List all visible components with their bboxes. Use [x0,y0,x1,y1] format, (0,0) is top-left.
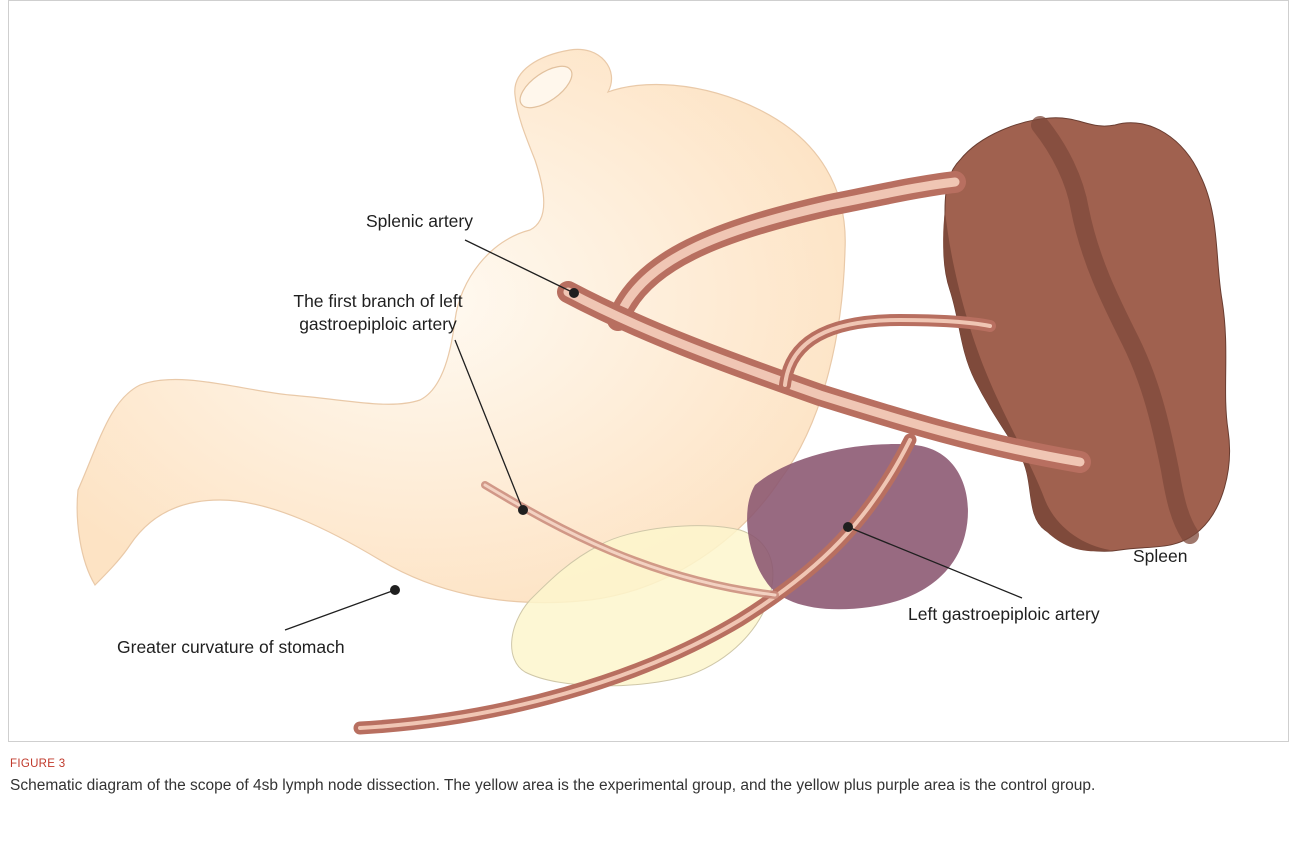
label-first-branch-line2: gastroepiploic artery [258,313,498,335]
figure-caption: Schematic diagram of the scope of 4sb ly… [10,775,1282,797]
label-greater-curvature: Greater curvature of stomach [117,636,345,658]
marker-greater-curvature [390,585,400,595]
marker-first-branch [518,505,528,515]
marker-splenic-artery [569,288,579,298]
marker-left-gastroepiploic [843,522,853,532]
figure-label: FIGURE 3 [10,758,65,770]
anatomy-diagram [0,0,1290,745]
label-first-branch-line1: The first branch of left [258,290,498,312]
leader-greater-curvature [285,590,395,630]
label-left-gastroepiploic: Left gastroepiploic artery [908,603,1100,625]
spleen [944,118,1230,551]
label-spleen: Spleen [1133,545,1188,567]
label-splenic-artery: Splenic artery [366,210,473,232]
